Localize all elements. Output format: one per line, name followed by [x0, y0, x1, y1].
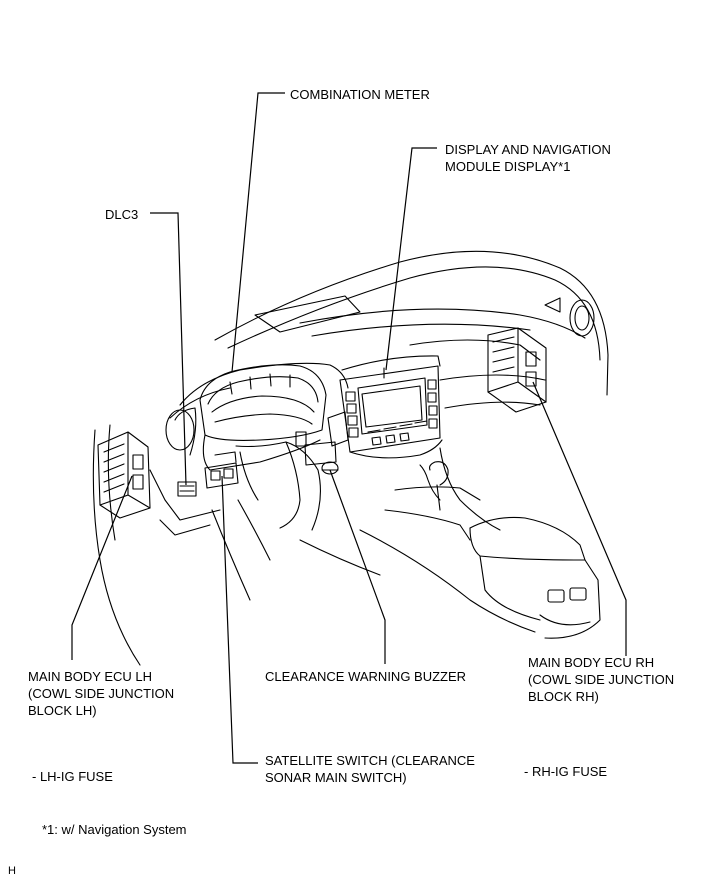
display-navigation-module-shape [339, 355, 443, 459]
steering-column-shape [211, 441, 381, 601]
corner-mark: H [8, 865, 16, 877]
center-console-shape [359, 447, 601, 639]
label-clearance-warning-buzzer: CLEARANCE WARNING BUZZER [265, 669, 467, 684]
label-main-body-ecu-lh-line1: MAIN BODY ECU LH [28, 669, 153, 684]
label-rh-ig-fuse: - RH-IG FUSE [524, 764, 608, 779]
label-main-body-ecu-lh-line2: (COWL SIDE JUNCTION [28, 686, 175, 701]
label-combination-meter: COMBINATION METER [290, 87, 430, 102]
label-main-body-ecu-rh-line2: (COWL SIDE JUNCTION [528, 672, 675, 687]
leader-clearance-buzzer [329, 469, 386, 664]
leader-display-navigation [385, 147, 437, 371]
footnote: *1: w/ Navigation System [42, 822, 187, 837]
leader-satellite-switch [221, 475, 258, 764]
main-body-ecu-rh-shape [487, 327, 547, 413]
dashboard-outline [169, 250, 609, 419]
clearance-warning-buzzer-shape [304, 411, 349, 475]
leader-main-body-ecu-lh [71, 475, 133, 660]
label-display-navigation-line1: DISPLAY AND NAVIGATION [445, 142, 611, 157]
dlc3-shape [177, 481, 197, 497]
label-lh-ig-fuse: - LH-IG FUSE [32, 769, 113, 784]
satellite-switch-shape [204, 451, 239, 489]
right-vent-shape [544, 297, 595, 337]
left-door-area [92, 407, 221, 666]
label-display-navigation-line2: MODULE DISPLAY*1 [445, 159, 571, 174]
leader-main-body-ecu-rh [532, 381, 627, 656]
leader-combination-meter [231, 92, 285, 373]
leader-dlc3 [150, 212, 187, 486]
leader-lines [71, 92, 627, 764]
label-satellite-switch-line2: SONAR MAIN SWITCH) [265, 770, 407, 785]
label-main-body-ecu-rh-line1: MAIN BODY ECU RH [528, 655, 655, 670]
label-main-body-ecu-lh-line3: BLOCK LH) [28, 703, 97, 718]
combination-meter-shape [199, 364, 327, 529]
label-satellite-switch-line1: SATELLITE SWITCH (CLEARANCE [265, 753, 475, 768]
label-dlc3: DLC3 [105, 207, 139, 222]
main-body-ecu-lh-shape [97, 431, 151, 519]
label-main-body-ecu-rh-line3: BLOCK RH) [528, 689, 599, 704]
